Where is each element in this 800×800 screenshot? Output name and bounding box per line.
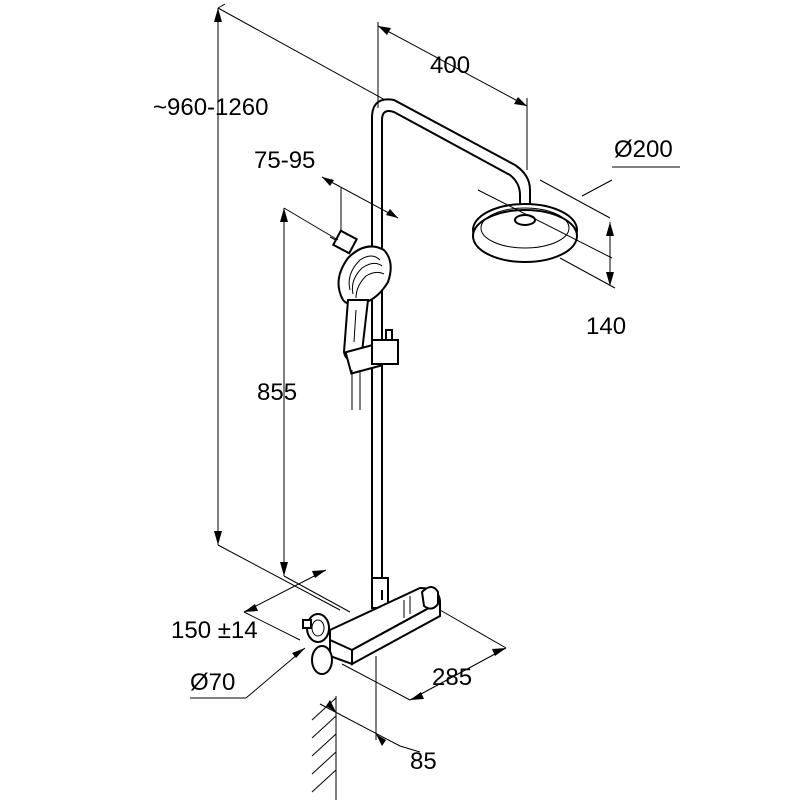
total-height-dimension: [214, 3, 386, 611]
mixer-width-dimension: [341, 609, 507, 701]
overhead-shower-head: [472, 203, 578, 263]
connection-spacing-label: 150 ±14: [171, 617, 258, 644]
head-diameter-label: Ø200: [614, 136, 673, 163]
connector-diameter-dimension: [190, 647, 306, 699]
head-diameter-dimension: [477, 166, 680, 259]
rail-bottom: [371, 590, 383, 740]
arm-length-label: 400: [430, 52, 471, 79]
slide-rail-dimension: [280, 207, 351, 613]
holder-offset-label: 75-95: [254, 147, 316, 174]
shower-hose: [351, 370, 361, 410]
head-height-label: 140: [586, 313, 627, 340]
head-height-dimension: [559, 222, 616, 289]
arm-length-dimension: [377, 22, 528, 170]
total-height-label: ~960-1260: [153, 94, 269, 121]
shower-rail: [371, 98, 531, 590]
thermostatic-mixer: [302, 577, 442, 675]
wall-distance-dimension: [319, 700, 421, 753]
mixer-width-label: 285: [432, 664, 473, 691]
wall-distance-label: 85: [410, 748, 437, 775]
connection-spacing-dimension: [243, 569, 327, 641]
hand-shower: [331, 229, 399, 375]
connector-diameter-label: Ø70: [190, 669, 236, 696]
slide-rail-label: 855: [257, 379, 298, 406]
wall-section: [311, 696, 337, 800]
holder-offset-dimension: [321, 176, 399, 246]
